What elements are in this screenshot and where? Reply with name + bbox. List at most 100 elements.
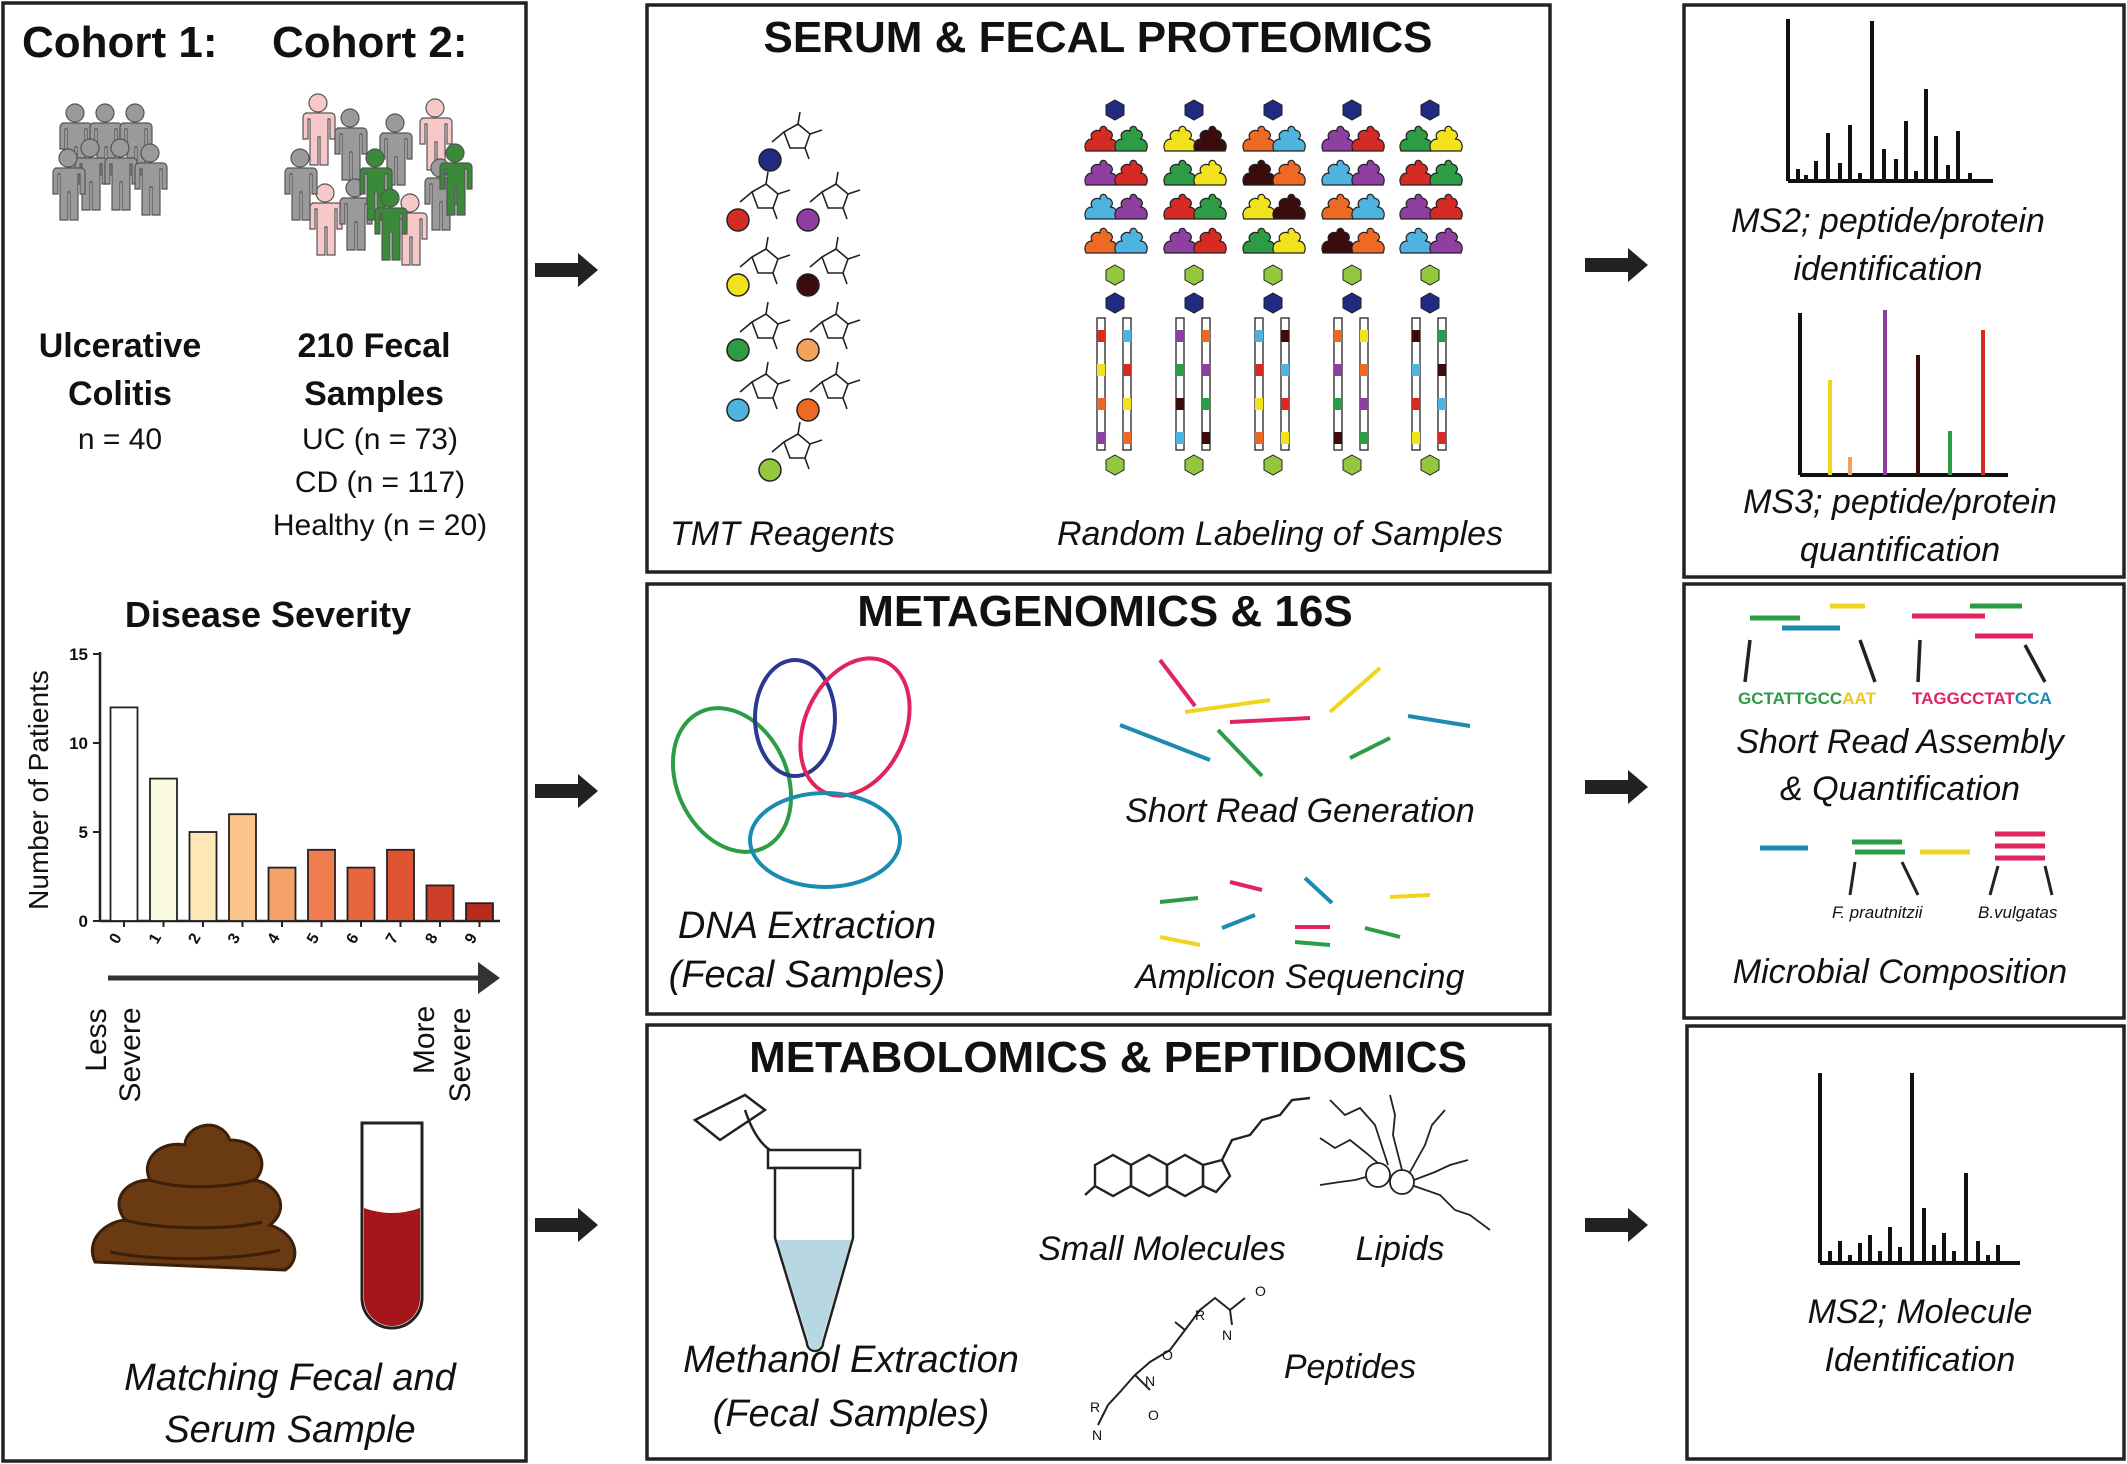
cohort2-cd: CD (n = 117)	[295, 466, 465, 499]
hexagon-icon	[1184, 292, 1204, 314]
species-f-prausnitzii: F. prautnitzii	[1832, 903, 1924, 922]
hexagon-icon	[1342, 454, 1362, 476]
chart-bar	[109, 706, 139, 922]
sequence-1: GCTATTGCCAAT	[1738, 689, 1876, 708]
ms2-spectrum	[1786, 19, 1993, 183]
tube-label	[1176, 364, 1184, 376]
tube-label	[1202, 330, 1210, 342]
proteomics-panel	[645, 3, 1552, 574]
cohort2-title-line2: Samples	[304, 375, 444, 413]
cohort2-title-line1: 210 Fecal	[297, 327, 450, 365]
chart-bar	[149, 777, 178, 922]
sample-tube	[1280, 317, 1290, 451]
methanol-line2: (Fecal Samples)	[713, 1393, 990, 1435]
species-b-vulgatus: B.vulgatas	[1978, 903, 2058, 922]
lipid-structure-icon	[1319, 1094, 1491, 1231]
svg-text:R: R	[1090, 1399, 1100, 1415]
tube-label	[1334, 398, 1342, 410]
dna-extraction-line2: (Fecal Samples)	[669, 954, 946, 996]
tube-label	[1097, 432, 1105, 444]
steroid-structure-icon	[1084, 1096, 1311, 1198]
cohort1-n: n = 40	[78, 423, 162, 456]
chart-bar	[346, 866, 376, 922]
peptide-structure-icon	[1097, 1296, 1246, 1426]
peptide-atoms: RO NO NR ON	[1090, 1283, 1266, 1443]
svg-text:O: O	[1162, 1347, 1173, 1363]
molecule-results-panel	[1685, 1024, 2126, 1461]
tube-label	[1360, 432, 1368, 444]
short-reads-graphic	[1119, 658, 1471, 778]
dna-plasmids-icon	[670, 656, 912, 889]
arrow-metagenomics	[535, 774, 598, 808]
sample-tube	[1201, 317, 1211, 451]
tmt-reagent-dot	[726, 208, 750, 232]
cohort1-title-line2: Colitis	[68, 375, 172, 413]
amplicon-graphic	[1159, 876, 1431, 947]
tmt-reagent-dot	[796, 273, 820, 297]
svg-text:R: R	[1195, 1307, 1205, 1323]
hexagon-icon	[1184, 454, 1204, 476]
tube-label	[1438, 330, 1446, 342]
tube-label	[1360, 398, 1368, 410]
tube-label	[1438, 398, 1446, 410]
cohort2-uc: UC (n = 73)	[302, 423, 458, 456]
tube-label	[1334, 432, 1342, 444]
chart-bar	[188, 831, 218, 922]
metagenomics-title: METAGENOMICS & 16S	[857, 587, 1352, 636]
chart-y-tick-label: 15	[69, 645, 88, 664]
hexagon-icon	[1420, 292, 1440, 314]
tmt-reagent-dot	[758, 148, 782, 172]
tube-label	[1202, 432, 1210, 444]
cohort1-title-line1: Ulcerative	[39, 327, 202, 365]
arrow-proteomics	[535, 253, 598, 287]
ms2-line1: MS2; peptide/protein	[1731, 202, 2045, 240]
random-labeling-graphic	[1084, 99, 1463, 476]
sample-tube	[1254, 317, 1264, 451]
tube-label	[1438, 432, 1446, 444]
chart-y-tick-label: 0	[79, 912, 88, 931]
svg-text:N: N	[1092, 1427, 1102, 1443]
tmt-label: TMT Reagents	[670, 515, 895, 553]
svg-text:N: N	[1222, 1327, 1232, 1343]
tube-label	[1412, 398, 1420, 410]
ms3-line1: MS3; peptide/protein	[1743, 483, 2057, 521]
hexagon-icon	[1263, 99, 1283, 121]
sequence-2: TAGGCCTATCCA	[1912, 689, 2052, 708]
tube-label	[1438, 364, 1446, 376]
eppendorf-tube-icon	[692, 1093, 862, 1353]
assembly-line2: & Quantification	[1780, 770, 2020, 808]
more-severe-line2: Severe	[444, 1007, 477, 1102]
sample-tube	[1333, 317, 1343, 451]
tmt-reagent-dot	[726, 338, 750, 362]
chart-bar	[228, 813, 257, 922]
tmt-reagent-dot	[726, 398, 750, 422]
svg-text:N: N	[1145, 1373, 1155, 1389]
tube-label	[1334, 364, 1342, 376]
tmt-reagent-dot	[796, 208, 820, 232]
tmt-reagent-dot	[796, 338, 820, 362]
hexagon-icon	[1105, 454, 1125, 476]
severity-arrow	[108, 962, 500, 994]
chart-title: Disease Severity	[125, 594, 411, 635]
cohort2-healthy: Healthy (n = 20)	[273, 509, 487, 542]
less-severe-line1: Less	[80, 1008, 113, 1071]
less-severe-line2: Severe	[114, 1007, 147, 1102]
arrow-molecule	[1585, 1208, 1648, 1242]
tube-label	[1412, 330, 1420, 342]
small-molecules-label: Small Molecules	[1038, 1230, 1286, 1268]
matching-line2: Serum Sample	[164, 1409, 415, 1451]
arrow-ms	[1585, 248, 1648, 282]
hexagon-icon	[1105, 99, 1125, 121]
svg-text:O: O	[1148, 1407, 1159, 1423]
tube-label	[1360, 364, 1368, 376]
amplicon-label: Amplicon Sequencing	[1134, 958, 1465, 996]
tube-label	[1281, 432, 1289, 444]
hexagon-icon	[1420, 99, 1440, 121]
chart-y-tick-label: 5	[79, 823, 88, 842]
tmt-reagent-dot	[758, 458, 782, 482]
molecule-line2: Identification	[1825, 1341, 2016, 1379]
hexagon-icon	[1105, 292, 1125, 314]
random-labeling-label: Random Labeling of Samples	[1057, 515, 1503, 553]
